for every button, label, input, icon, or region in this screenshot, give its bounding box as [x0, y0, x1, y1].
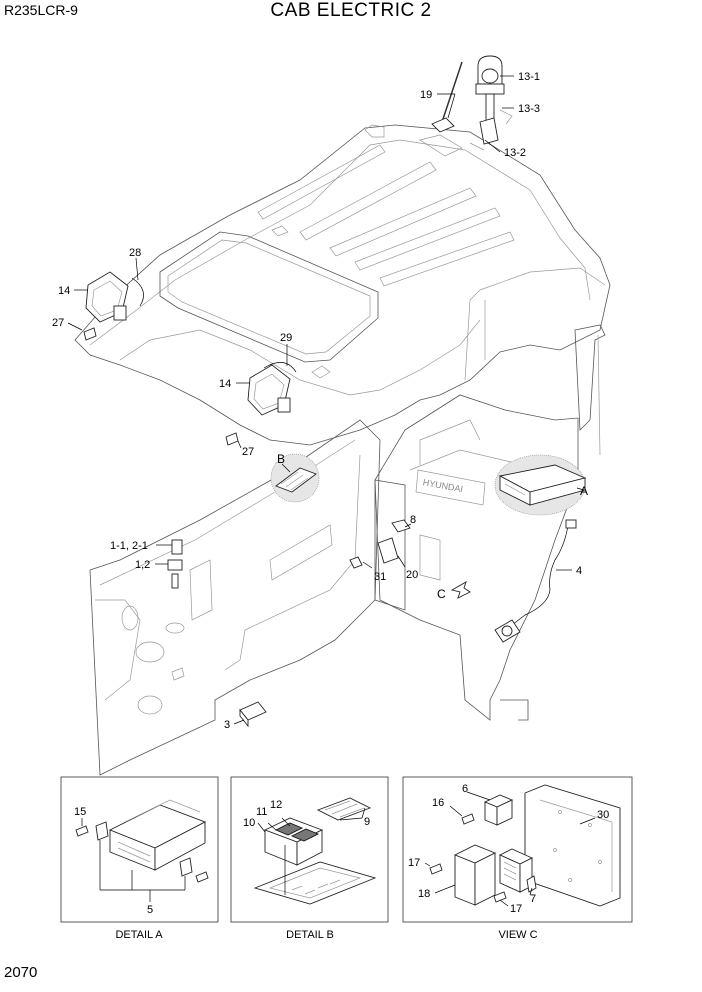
- work-light-left: [83, 271, 144, 341]
- callout-27-right: 27: [242, 446, 254, 458]
- detail-b-callout-9: 9: [364, 816, 370, 828]
- view-c-callout-17-top: 17: [408, 857, 420, 869]
- detail-a-caption: DETAIL A: [115, 929, 163, 941]
- callout-1-1-2-1: 1-1, 2-1: [110, 540, 148, 552]
- detail-b-panel: 12 11 10 9 DETAIL B: [230, 776, 389, 941]
- callout-29: 29: [280, 332, 292, 344]
- view-c-callout-6: 6: [462, 783, 468, 795]
- view-c-caption: VIEW C: [498, 929, 537, 941]
- callout-c: C: [437, 587, 446, 601]
- detail-b-caption: DETAIL B: [286, 929, 334, 941]
- detail-a-callout-area: [494, 454, 587, 516]
- view-c-callout-30: 30: [597, 809, 609, 821]
- callout-1-2: 1,2: [135, 559, 150, 571]
- callout-a: A: [580, 484, 588, 498]
- model-number: R235LCR-9: [4, 2, 78, 18]
- antenna: [419, 61, 463, 157]
- speaker-harness: [494, 519, 577, 643]
- page-title: CAB ELECTRIC 2: [270, 0, 432, 21]
- detail-a-callout-5: 5: [147, 904, 153, 916]
- view-c-panel: 6 16 30 17 18 17 7 VIEW C: [402, 776, 633, 941]
- view-c-callout-18: 18: [418, 888, 430, 900]
- callout-31: 31: [374, 571, 386, 583]
- callout-20: 20: [406, 569, 418, 581]
- callout-13-2: 13-2: [504, 147, 526, 159]
- detail-b-callout-12: 12: [270, 799, 282, 811]
- cab-roof: [74, 124, 611, 446]
- detail-b-callout-area: [270, 453, 320, 503]
- start-switch: [165, 539, 185, 634]
- callout-3: 3: [224, 719, 230, 731]
- switch-unit-3: [171, 667, 267, 728]
- beacon-lamp: [469, 55, 513, 151]
- rear-bracket-plate: [349, 479, 471, 611]
- detail-a-callout-15: 15: [74, 806, 86, 818]
- callout-13-3: 13-3: [518, 103, 540, 115]
- callout-14-right: 14: [219, 378, 231, 390]
- work-light-right: [225, 362, 297, 446]
- callout-13-1: 13-1: [518, 71, 540, 83]
- callout-8: 8: [410, 514, 416, 526]
- callout-19: 19: [420, 89, 432, 101]
- view-c-callout-7: 7: [530, 893, 536, 905]
- detail-a-panel: 15 5 DETAIL A: [60, 776, 219, 941]
- callout-14-left: 14: [58, 285, 70, 297]
- view-c-callout-16: 16: [432, 797, 444, 809]
- callout-4: 4: [576, 565, 582, 577]
- callout-b: B: [277, 452, 285, 466]
- detail-b-callout-10: 10: [243, 817, 255, 829]
- callout-27-left: 27: [52, 317, 64, 329]
- detail-b-callout-11: 11: [256, 806, 267, 818]
- view-c-callout-17-bottom: 17: [510, 903, 522, 915]
- page-number: 2070: [4, 964, 38, 981]
- callout-leaders: [67, 75, 585, 725]
- svg-text:HYUNDAI: HYUNDAI: [422, 477, 464, 494]
- callout-28: 28: [129, 247, 141, 259]
- cab-body: HYUNDAI: [89, 324, 606, 776]
